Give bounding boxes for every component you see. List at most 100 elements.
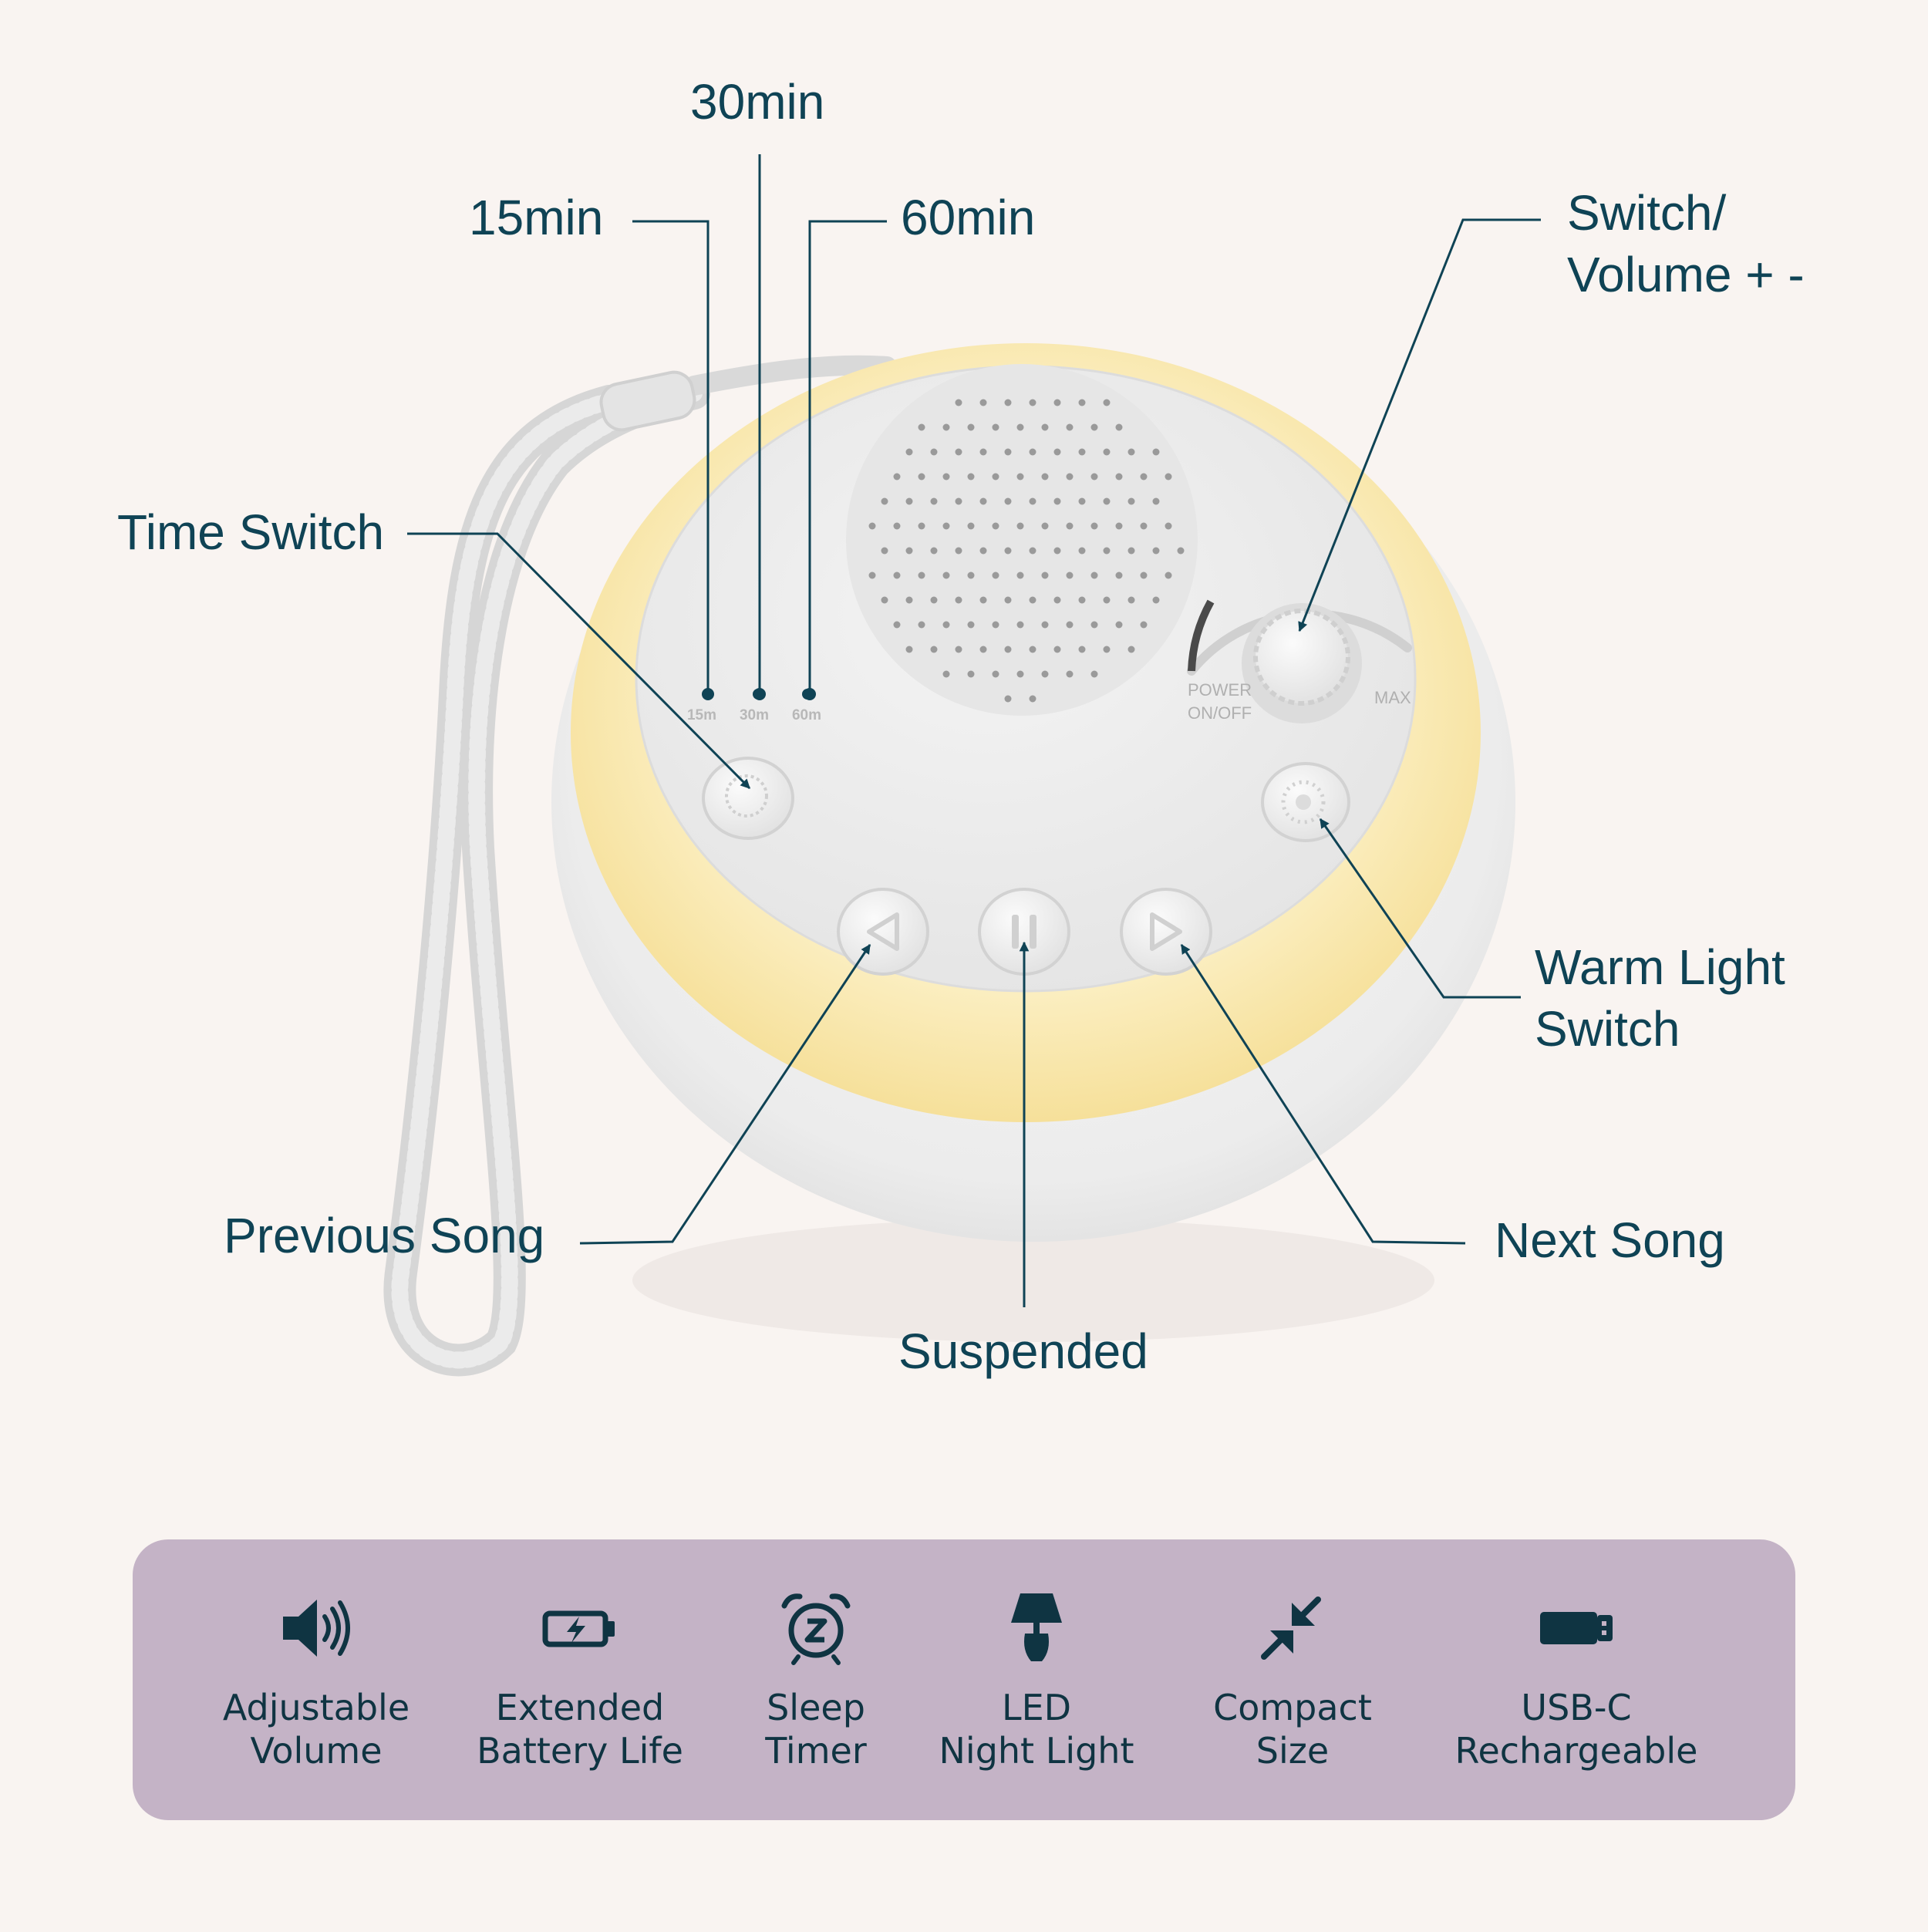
warm-light-switch-button[interactable] — [1261, 762, 1350, 842]
speaker-hole — [992, 522, 999, 530]
speaker-hole — [918, 572, 925, 579]
speaker-hole — [1090, 572, 1098, 579]
speaker-hole — [1115, 423, 1123, 431]
speaker-hole — [1016, 572, 1024, 579]
speaker-hole — [1029, 596, 1036, 604]
speaker-hole — [1127, 497, 1135, 505]
speaker-hole — [979, 596, 987, 604]
speaker-hole — [1041, 670, 1049, 678]
speaker-hole — [967, 423, 975, 431]
next-icon — [1150, 912, 1182, 951]
speaker-hole — [1016, 522, 1024, 530]
speaker-hole — [942, 621, 950, 629]
speaker-hole — [1140, 621, 1148, 629]
speaker-hole — [1140, 572, 1148, 579]
alarm-clock-icon — [781, 1593, 851, 1665]
speaker-hole — [942, 522, 950, 530]
speaker-hole — [1115, 522, 1123, 530]
timer-indicators: 15m 30m 60m — [687, 689, 821, 723]
speaker-hole — [1140, 473, 1148, 480]
speaker-hole — [930, 596, 938, 604]
battery-charging-icon — [542, 1610, 615, 1647]
speaker-hole — [942, 473, 950, 480]
speaker-hole — [967, 473, 975, 480]
speaker-hole — [1004, 399, 1012, 406]
speaker-hole — [979, 497, 987, 505]
speaker-hole — [1152, 596, 1160, 604]
time-switch-button[interactable] — [702, 757, 794, 840]
speaker-hole — [1004, 646, 1012, 653]
speaker-hole — [955, 646, 962, 653]
speaker-hole — [1078, 547, 1086, 555]
speaker-hole — [1127, 646, 1135, 653]
speaker-hole — [1029, 448, 1036, 456]
speaker-hole — [1103, 448, 1111, 456]
speaker-hole — [1029, 497, 1036, 505]
speaker-hole — [1078, 646, 1086, 653]
speaker-hole — [918, 621, 925, 629]
speaker-hole — [1016, 670, 1024, 678]
timer-label-30: 30m — [740, 707, 769, 723]
leader-lines — [407, 154, 1541, 1307]
next-song-button[interactable] — [1120, 888, 1212, 976]
speaker-hole — [955, 399, 962, 406]
feature-led-night-light: LED Night Light — [913, 1586, 1160, 1772]
device-shadow — [632, 1219, 1434, 1342]
label-warm-light-switch: Warm Light Switch — [1535, 939, 1785, 1057]
speaker-hole — [1090, 473, 1098, 480]
speaker-hole — [967, 522, 975, 530]
feature-label: Extended Battery Life — [477, 1687, 683, 1772]
speaker-hole — [905, 547, 913, 555]
speaker-hole — [942, 572, 950, 579]
features-panel: Adjustable Volume Extended Battery Life … — [133, 1539, 1795, 1820]
speaker-hole — [992, 670, 999, 678]
speaker-hole — [979, 646, 987, 653]
speaker-hole — [1066, 621, 1074, 629]
speaker-hole — [1053, 646, 1061, 653]
speaker-hole — [1103, 646, 1111, 653]
speaker-hole — [905, 497, 913, 505]
label-suspended: Suspended — [898, 1323, 1148, 1379]
speaker-hole — [942, 423, 950, 431]
speaker-hole — [992, 423, 999, 431]
speaker-hole — [930, 646, 938, 653]
speaker-hole — [1041, 423, 1049, 431]
speaker-hole — [1016, 423, 1024, 431]
compress-arrows-icon — [1261, 1597, 1321, 1660]
speaker-hole — [1029, 399, 1036, 406]
speaker-hole — [1152, 547, 1160, 555]
label-previous-song: Previous Song — [224, 1208, 545, 1263]
speaker-hole — [1004, 497, 1012, 505]
speaker-hole — [918, 522, 925, 530]
speaker-hole — [893, 473, 901, 480]
speaker-hole — [1103, 497, 1111, 505]
speaker-hole — [905, 596, 913, 604]
speaker-hole — [992, 621, 999, 629]
speaker-hole — [918, 423, 925, 431]
speaker-hole — [1016, 621, 1024, 629]
speaker-hole — [1127, 448, 1135, 456]
speaker-hole — [1053, 547, 1061, 555]
speaker-hole — [1127, 596, 1135, 604]
speaker-hole — [905, 448, 913, 456]
speaker-holes — [868, 399, 1185, 703]
speaker-hole — [967, 670, 975, 678]
speaker-hole — [1103, 547, 1111, 555]
speaker-hole — [1066, 473, 1074, 480]
speaker-hole — [942, 670, 950, 678]
label-30min: 30min — [690, 74, 825, 130]
label-switch-volume: Switch/ Volume + - — [1567, 185, 1805, 302]
speaker-hole — [905, 646, 913, 653]
lanyard-strap — [383, 355, 897, 1377]
speaker-hole — [1004, 448, 1012, 456]
speaker-hole — [1140, 522, 1148, 530]
speaker-hole — [1029, 695, 1036, 703]
speaker-hole — [893, 522, 901, 530]
speaker-hole — [930, 547, 938, 555]
previous-song-button[interactable] — [837, 888, 929, 976]
speaker-hole — [1053, 497, 1061, 505]
speaker-hole — [868, 522, 876, 530]
leader-dots — [702, 688, 816, 700]
